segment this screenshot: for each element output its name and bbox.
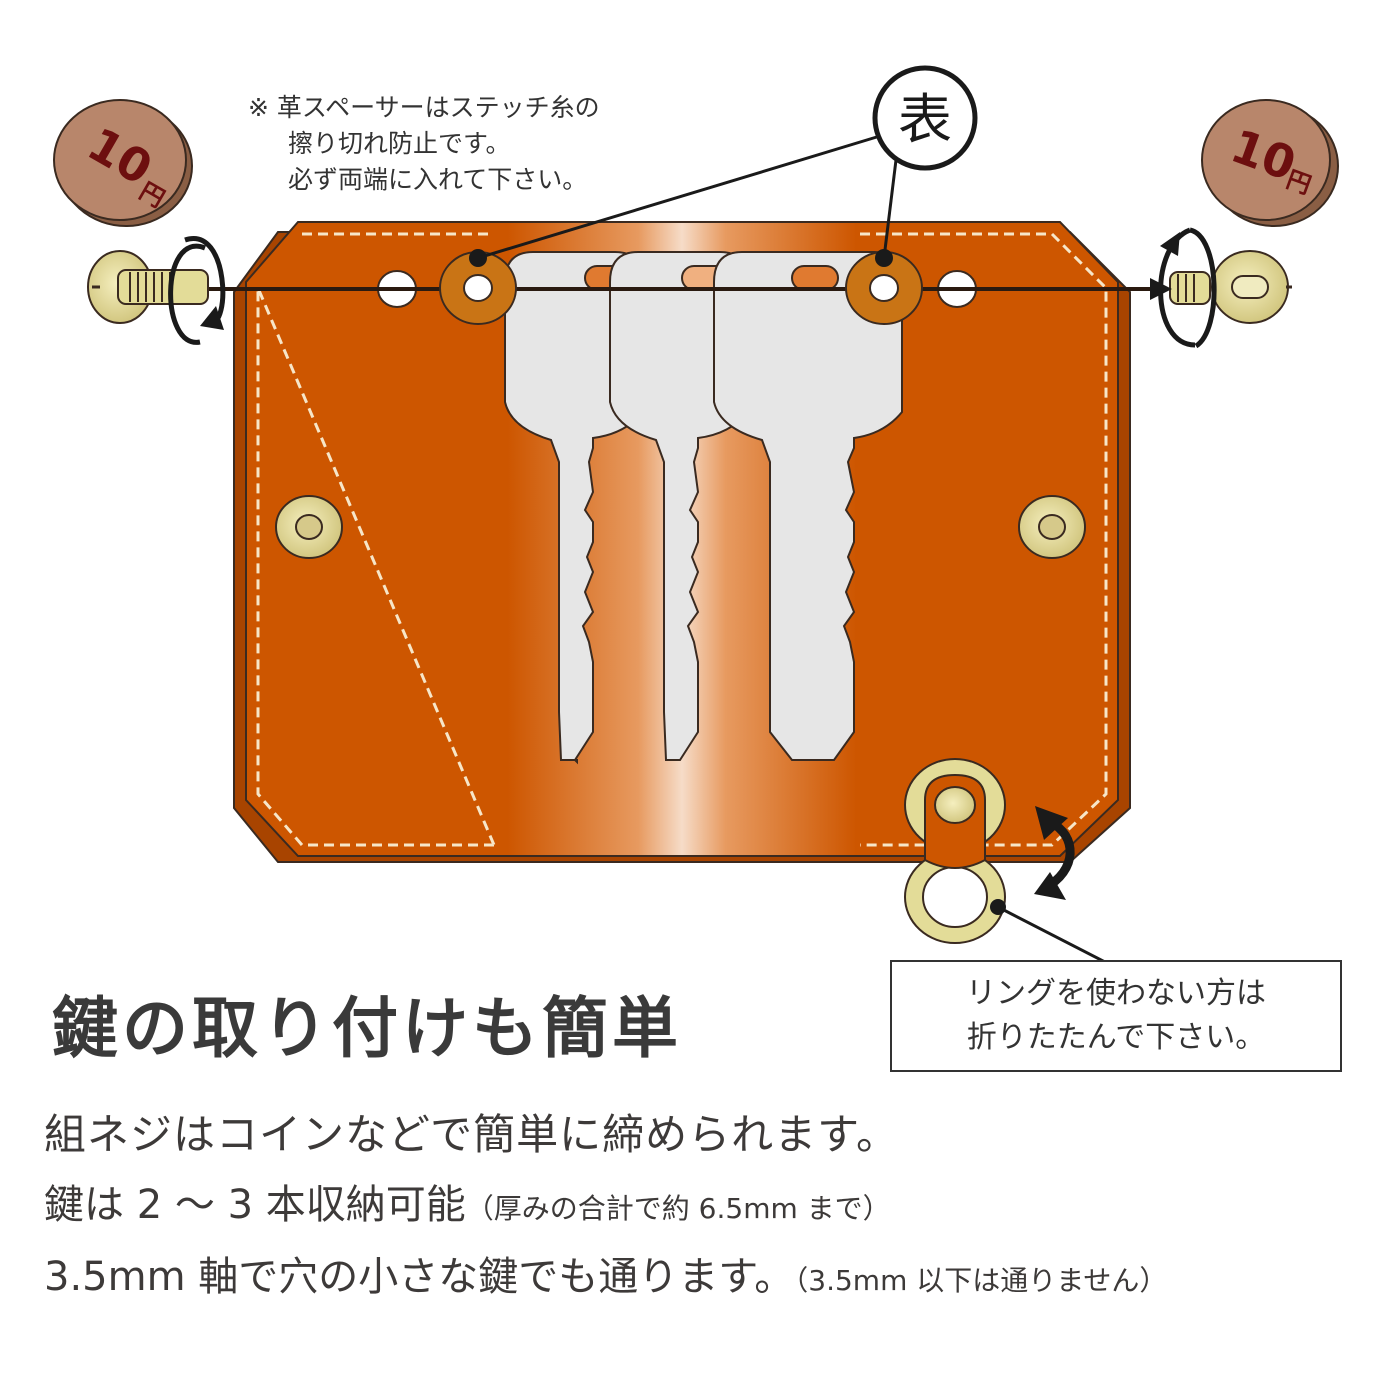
description-line-2: 鍵は 2 ～ 3 本収納可能（厚みの合計で約 6.5mm まで） <box>44 1170 1374 1244</box>
face-label-icon: 表 <box>872 65 978 171</box>
coin-icon: 10 円 <box>53 99 193 227</box>
screw-icon <box>1169 250 1292 324</box>
rivet-icon <box>1018 495 1086 559</box>
leader-line <box>882 159 898 259</box>
description-line-2-main: 鍵は 2 ～ 3 本収納可能 <box>44 1182 466 1228</box>
ring-icon <box>904 758 1006 944</box>
leader-line <box>997 905 1105 960</box>
description-line-3: 3.5mm 軸で穴の小さな鍵でも通ります。（3.5mm 以下は通りません） <box>44 1244 1374 1314</box>
stitch-line <box>256 232 1108 847</box>
description-line-3-main: 3.5mm 軸で穴の小さな鍵でも通ります。 <box>44 1254 795 1300</box>
note-line-3: 必ず両端に入れて下さい。 <box>288 165 588 194</box>
rivet-icon <box>275 495 343 559</box>
coin-icon: 10 円 <box>1201 99 1339 227</box>
face-label: 表 <box>898 88 952 151</box>
headline: 鍵の取り付けも簡単 <box>52 990 682 1067</box>
leader-line <box>477 134 881 260</box>
rotate-arrow-head <box>200 306 224 330</box>
note-line-2: 擦り切れ防止です。 <box>288 129 511 158</box>
callout-line-1: リングを使わない方は <box>966 976 1266 1011</box>
ring-callout-box: リングを使わない方は 折りたたんで下さい。 <box>890 960 1342 1072</box>
description-line-3-note: （3.5mm 以下は通りません） <box>794 1264 1168 1297</box>
description: 組ネジはコインなどで簡単に締められます。 鍵は 2 ～ 3 本収納可能（厚みの合… <box>44 1100 1374 1314</box>
note-line-1: ※ 革スペーサーはステッチ糸の <box>248 93 600 122</box>
callout-line-2: 折りたたんで下さい。 <box>966 1020 1266 1055</box>
spacer-note: ※ 革スペーサーはステッチ糸の 擦り切れ防止です。 必ず両端に入れて下さい。 <box>248 90 600 198</box>
rotate-arrow-head <box>1160 232 1180 256</box>
fold-arrow-icon <box>1034 806 1075 900</box>
key-case-illustration: 表 10 円 10 円 <box>53 65 1339 960</box>
description-line-2-note: （厚みの合計で約 6.5mm まで） <box>465 1192 891 1225</box>
description-line-1: 組ネジはコインなどで簡単に締められます。 <box>44 1110 899 1159</box>
screw-icon <box>87 250 209 324</box>
